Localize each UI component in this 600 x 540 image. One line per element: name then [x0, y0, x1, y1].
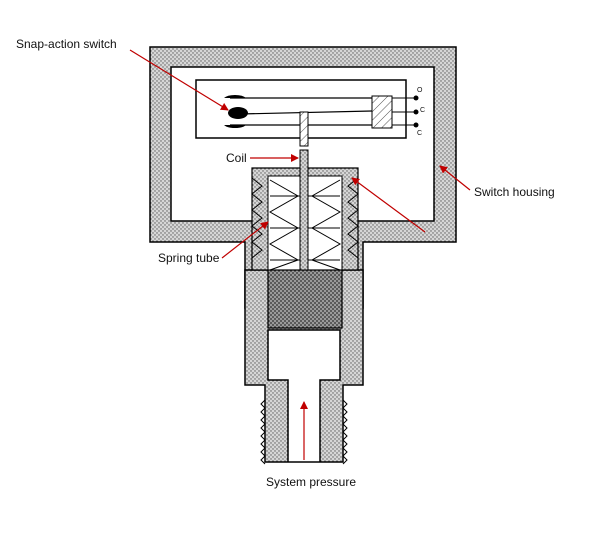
arrow-snap-action [129, 49, 229, 111]
arrow-housing-lower [351, 177, 426, 233]
terminal-o-label: O [417, 87, 423, 94]
label-snap-action-switch: Snap-action switch [16, 37, 117, 51]
label-coil: Coil [226, 151, 247, 165]
label-switch-housing: Switch housing [474, 185, 555, 199]
snap-action-switch: O C C [195, 79, 425, 147]
terminal-o-dot [413, 95, 419, 101]
terminal-c2-dot [413, 122, 419, 128]
label-system-pressure: System pressure [266, 475, 356, 489]
arrow-spring-tube [221, 221, 269, 259]
terminal-c-dot [413, 109, 419, 115]
terminal-c2-label: C [417, 130, 422, 137]
pressure-element [267, 269, 343, 329]
terminal-c-label: C [420, 107, 425, 114]
threaded-end [260, 399, 348, 465]
arrow-switch-housing [439, 165, 471, 191]
actuator-plunger [299, 111, 309, 147]
label-spring-tube: Spring tube [158, 251, 220, 265]
push-rod [299, 149, 309, 271]
annotation-arrows [129, 49, 471, 460]
